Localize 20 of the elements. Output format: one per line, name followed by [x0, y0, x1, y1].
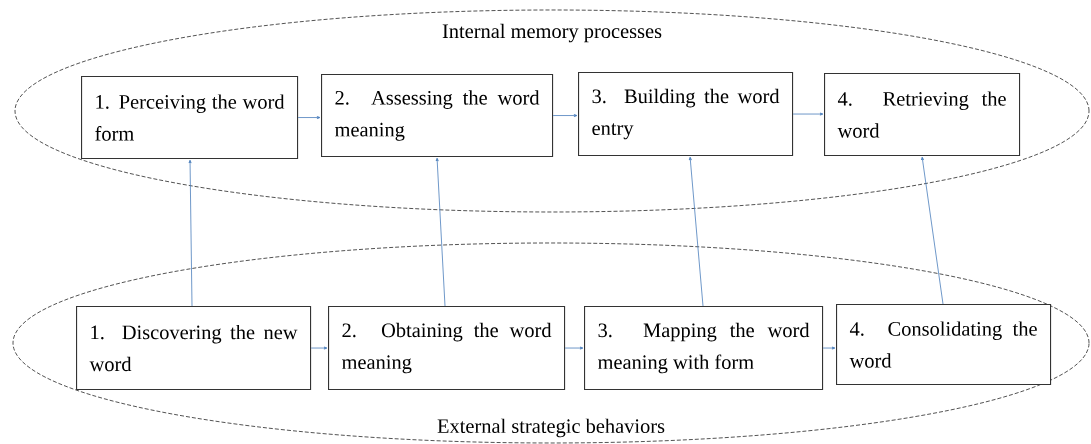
- process-box: 2. Assessing the word meaning: [321, 74, 554, 158]
- process-box: 3. Mapping the word meaning with form: [584, 306, 824, 391]
- process-box: 1. Discovering the new word: [76, 306, 312, 391]
- arrow: [921, 156, 944, 305]
- process-box: 3. Building the word entry: [578, 72, 794, 157]
- process-box: 4. Retrieving the word: [824, 73, 1021, 157]
- arrow: [822, 346, 836, 350]
- arrow: [188, 159, 193, 307]
- arrow: [552, 114, 578, 118]
- process-box: 1. Perceiving the word form: [81, 76, 299, 160]
- arrow: [310, 346, 328, 350]
- arrow: [297, 116, 321, 120]
- ellipse-label: Internal memory processes: [442, 23, 662, 43]
- ellipse-label: External strategic behaviors: [437, 418, 665, 438]
- arrow: [688, 156, 704, 307]
- arrow: [435, 157, 446, 307]
- process-box: 4. Consolidating the word: [836, 304, 1052, 386]
- arrow: [564, 346, 584, 350]
- arrow: [792, 112, 824, 116]
- process-box: 2. Obtaining the word meaning: [328, 306, 566, 391]
